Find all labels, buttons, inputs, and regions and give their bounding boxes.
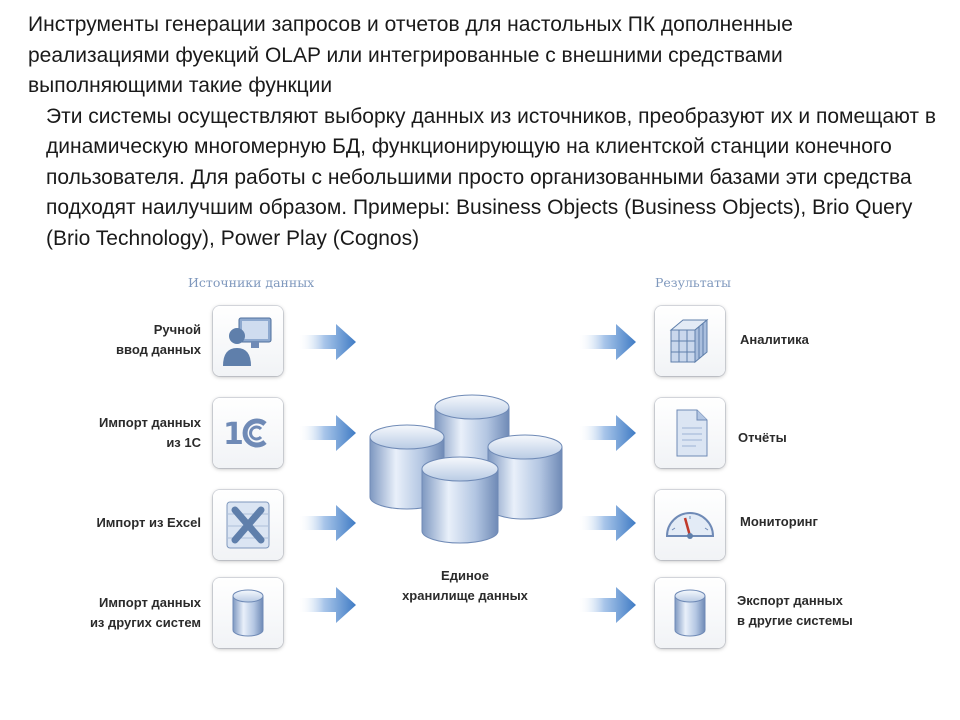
paragraph-intro: Инструменты генерации запросов и отчетов… — [28, 13, 793, 97]
result-label-monitoring: Мониторинг — [740, 514, 818, 529]
arrow-result-1 — [578, 324, 636, 360]
results-header: Результаты — [655, 275, 731, 290]
result-label-reports: Отчёты — [738, 430, 787, 445]
sources-header: Источники данных — [188, 275, 315, 290]
result-tile-monitoring — [655, 490, 725, 560]
source-tile-1c: 1 — [213, 398, 283, 468]
result-label-analytics: Аналитика — [740, 332, 809, 347]
olap-cube-icon — [669, 318, 709, 364]
text-block: Инструменты генерации запросов и отчетов… — [18, 10, 938, 268]
result-label-export: Экспорт данных в другие системы — [737, 593, 853, 628]
result-tile-export — [655, 578, 725, 648]
source-label-1c: Импорт данных из 1С — [98, 415, 201, 450]
excel-icon — [226, 501, 270, 549]
arrow-result-2 — [578, 415, 636, 451]
1c-logo-icon: 1 — [223, 417, 267, 452]
source-tile-excel — [213, 490, 283, 560]
source-label-manual: Ручной ввод данных — [116, 322, 201, 357]
arrow-result-3 — [578, 505, 636, 541]
arrow-source-1 — [298, 324, 356, 360]
paragraph-details: Эти системы осуществляют выборку данных … — [46, 104, 937, 250]
storage-label: Единое хранилище данных — [402, 568, 528, 603]
arrow-source-3 — [298, 505, 356, 541]
database-icon — [232, 589, 264, 637]
document-icon — [676, 409, 708, 457]
source-label-excel: Импорт из Excel — [96, 515, 201, 530]
arrow-source-2 — [298, 415, 356, 451]
source-tile-manual — [213, 306, 283, 376]
gauge-icon — [665, 512, 715, 539]
user-computer-icon — [223, 317, 272, 366]
source-tile-other — [213, 578, 283, 648]
arrow-result-4 — [578, 587, 636, 623]
svg-text:1: 1 — [223, 417, 244, 452]
result-tile-reports — [655, 398, 725, 468]
source-label-other: Импорт данных из других систем — [89, 595, 201, 630]
database-cluster-icon — [369, 394, 563, 544]
database-icon — [674, 589, 706, 637]
arrow-source-4 — [298, 587, 356, 623]
result-tile-analytics — [655, 306, 725, 376]
